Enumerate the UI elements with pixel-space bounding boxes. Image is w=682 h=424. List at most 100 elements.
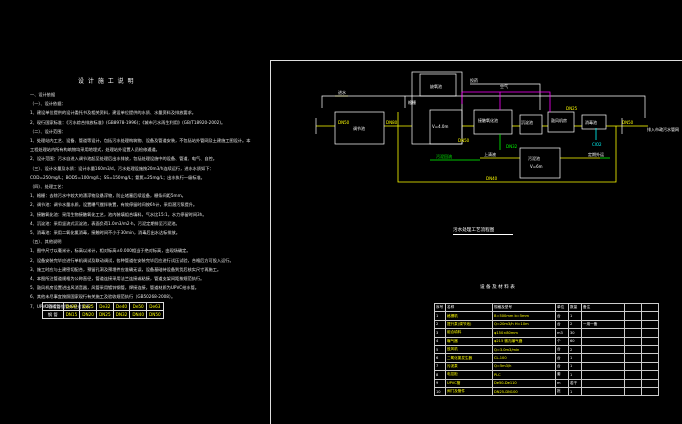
equipment-cell <box>624 319 642 330</box>
equipment-cell: De50-De110 <box>492 378 556 388</box>
equipment-cell: 提升泵(调节池) <box>445 319 493 330</box>
equipment-cell <box>581 386 625 397</box>
equipment-cell: 4 <box>434 336 446 346</box>
equipment-cell <box>581 344 625 355</box>
equipment-header-cell: 备注 <box>581 302 625 313</box>
equipment-cell: 5 <box>434 344 446 355</box>
equipment-cell: 二氧化氯发生器 <box>445 353 493 363</box>
equipment-header-row: 序号名称规格及型号单位数量备注 <box>434 302 659 313</box>
equipment-header-cell: 单位 <box>555 302 569 313</box>
equipment-header-cell: 序号 <box>434 302 446 313</box>
equipment-cell <box>624 361 642 372</box>
equipment-cell: 2 <box>568 344 582 355</box>
equipment-title: 设 备 及 材 料 表 <box>480 285 515 290</box>
regulating-tank-label: 调节池 <box>353 125 365 131</box>
equipment-cell <box>641 344 659 355</box>
equipment-cell: Q=3.0m3/min <box>492 344 556 355</box>
notes-line: 6、其他未尽事宜按照国家现行有关施工及验收规范执行（GB50268-2008）。 <box>30 294 176 300</box>
equipment-cell: 一用一备 <box>581 319 625 330</box>
equipment-cell <box>641 353 659 363</box>
equipment-cell: φ215 微孔曝气器 <box>492 336 556 346</box>
disinfection-label: 消毒池 <box>585 119 597 125</box>
notes-line: 2、现行国家标准：《污水综合排放标准》(GB8978-1996)；《城市污水再生… <box>30 119 226 125</box>
regulating-tank-box <box>334 111 385 145</box>
equipment-cell: 曝气器 <box>445 336 493 346</box>
equipment-cell <box>624 328 642 338</box>
equipment-header-cell <box>641 302 659 313</box>
equipment-cell: φ150×80mm <box>492 328 556 338</box>
equipment-cell: 1 <box>568 370 582 380</box>
sedimentation-label: 沉淀池 <box>521 119 533 125</box>
reflux-label: 污泥回流 <box>436 153 452 159</box>
notes-line: 工程处理站内所有构筑物均采用地埋式，处理站外设置人员检修通道。 <box>30 147 160 153</box>
equipment-cell: 1 <box>568 386 582 397</box>
anoxic-tank-label: 缺氧池 <box>430 83 442 89</box>
equipment-header-cell: 数量 <box>568 302 582 313</box>
equipment-cell <box>624 353 642 363</box>
equipment-cell <box>641 370 659 380</box>
equipment-cell: 若干 <box>568 378 582 388</box>
drawing-frame-top <box>270 60 682 61</box>
equipment-cell <box>581 336 625 346</box>
equipment-cell <box>624 336 642 346</box>
equipment-cell: 套 <box>555 370 569 380</box>
equipment-cell: 2 <box>434 319 446 330</box>
disinfection-box <box>581 114 607 130</box>
notes-line: 4、本图所注管道规格为公称直径，管道连接采用法兰连接或粘接，管道支架间距按规范执… <box>30 276 205 281</box>
notes-line: 3、施工时应与土建密切配合，预留孔洞及预埋件应准确无误，设备基础待设备到货后核实… <box>30 266 222 272</box>
equipment-cell <box>624 344 642 355</box>
pipe-label-2: DN80 <box>386 120 398 125</box>
equipment-cell: 阀门及管件 <box>445 386 493 397</box>
equipment-cell <box>624 386 642 397</box>
equipment-header-cell <box>624 302 642 313</box>
anoxic-tank-box <box>411 71 463 145</box>
equipment-cell: 1 <box>568 361 582 372</box>
notes-line: 3、接触氧化池：采用生物接触氧化工艺，池内装填组合填料，气水比15:1，水力停留… <box>30 211 207 217</box>
notes-line: 1、图中尺寸以毫米计，标高以米计，相对标高±0.000相当于绝对标高，由现场确定… <box>30 248 191 254</box>
contact-oxidation-box <box>473 109 513 135</box>
inflow-label: 进水 <box>338 89 346 95</box>
notes-line: 2、调节池：调节水量水质，设置曝气搅拌装置，有效停留时间按6h计，采用潜污泵提升… <box>30 202 198 208</box>
supernatant-label: 上清液 <box>484 151 496 157</box>
equipment-cell: 台 <box>555 361 569 372</box>
equipment-cell <box>581 353 625 363</box>
equipment-header-cell: 规格及型号 <box>492 302 556 313</box>
notes-line: （四）、处理工艺： <box>30 184 66 189</box>
equipment-cell: 鼓风机 <box>445 344 493 355</box>
equipment-cell: 1 <box>434 311 446 321</box>
equipment-cell: UPVC管 <box>445 378 493 388</box>
notes-line: （二）、设计范围： <box>30 128 66 134</box>
equipment-cell: 1 <box>568 311 582 321</box>
equipment-cell: 9 <box>434 378 446 388</box>
equipment-cell: 电控柜 <box>445 370 493 380</box>
equipment-cell <box>624 311 642 321</box>
equipment-cell: B=500mm b=5mm <box>492 311 556 321</box>
notes-line: 2、设计范围：污水自进入调节池起至处理后出水排放，包括处理设施中的设备、管道、电… <box>30 156 217 162</box>
outflow-label: 排入市政污水管网 <box>647 126 679 132</box>
equipment-cell <box>624 378 642 388</box>
pipe-label-5: DN50 <box>458 138 470 143</box>
equipment-cell: DN25-DN100 <box>492 386 556 397</box>
equipment-cell: m <box>555 378 569 388</box>
equipment-cell: 3 <box>434 328 446 338</box>
screen-label: 格栅 <box>408 99 416 105</box>
blower-label: 鼓风机房 <box>551 117 567 123</box>
equipment-cell: 台 <box>555 311 569 321</box>
pipe-table-cell: DN50 <box>146 310 164 319</box>
equipment-cell: PLC <box>492 370 556 380</box>
equipment-cell: 7 <box>434 361 446 372</box>
equipment-cell <box>581 378 625 388</box>
notes-line: 1、建设单位提供的设计委托书及相关资料，建设单位提供的水质、水量资料及排放要求。 <box>30 110 196 116</box>
